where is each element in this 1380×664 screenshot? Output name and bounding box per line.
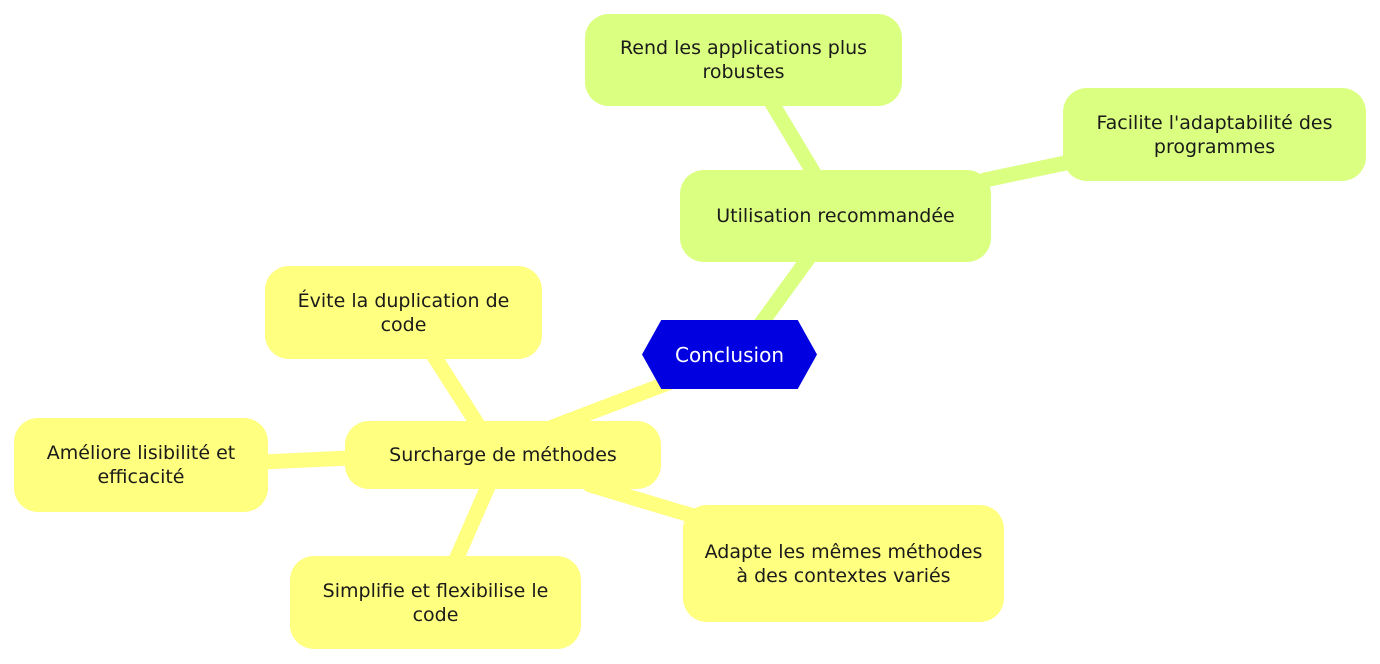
leaf-node-robustes: Rend les applications plus robustes (585, 14, 902, 106)
root-label: Conclusion (675, 342, 784, 367)
leaf-node-adaptabilite: Facilite l'adaptabilité des programmes (1063, 88, 1366, 181)
leaf-node-adapte: Adapte les mêmes méthodes à des contexte… (683, 505, 1004, 622)
leaf-label: Améliore lisibilité et efficacité (46, 442, 236, 488)
connector-utilisation-adaptabilite (977, 154, 1078, 188)
leaf-label: Facilite l'adaptabilité des programmes (1096, 111, 1333, 158)
branch-label: Surcharge de méthodes (389, 444, 617, 466)
branch-node-surcharge: Surcharge de méthodes (345, 421, 661, 489)
connector-surcharge-adapte (582, 477, 708, 526)
connector-surcharge-duplication (422, 342, 488, 436)
leaf-node-lisibilite: Améliore lisibilité et efficacité (14, 418, 268, 512)
connector-surcharge-lisibilite (254, 450, 358, 470)
root-node-conclusion: Conclusion (642, 320, 817, 389)
leaf-label: Simplifie et flexibilise le code (322, 579, 549, 626)
leaf-node-duplication: Évite la duplication de code (265, 266, 542, 359)
connector-surcharge-simplifie (447, 474, 498, 570)
connector-root-utilisation (752, 248, 818, 333)
branch-label: Utilisation recommandée (716, 205, 955, 227)
connector-root-surcharge (542, 375, 676, 436)
leaf-node-simplifie: Simplifie et flexibilise le code (290, 556, 581, 649)
leaf-label: Adapte les mêmes méthodes à des contexte… (704, 540, 983, 587)
connector-utilisation-robustes (762, 92, 823, 183)
branch-node-utilisation: Utilisation recommandée (680, 170, 991, 262)
leaf-label: Rend les applications plus robustes (619, 37, 868, 83)
leaf-label: Évite la duplication de code (297, 289, 510, 336)
